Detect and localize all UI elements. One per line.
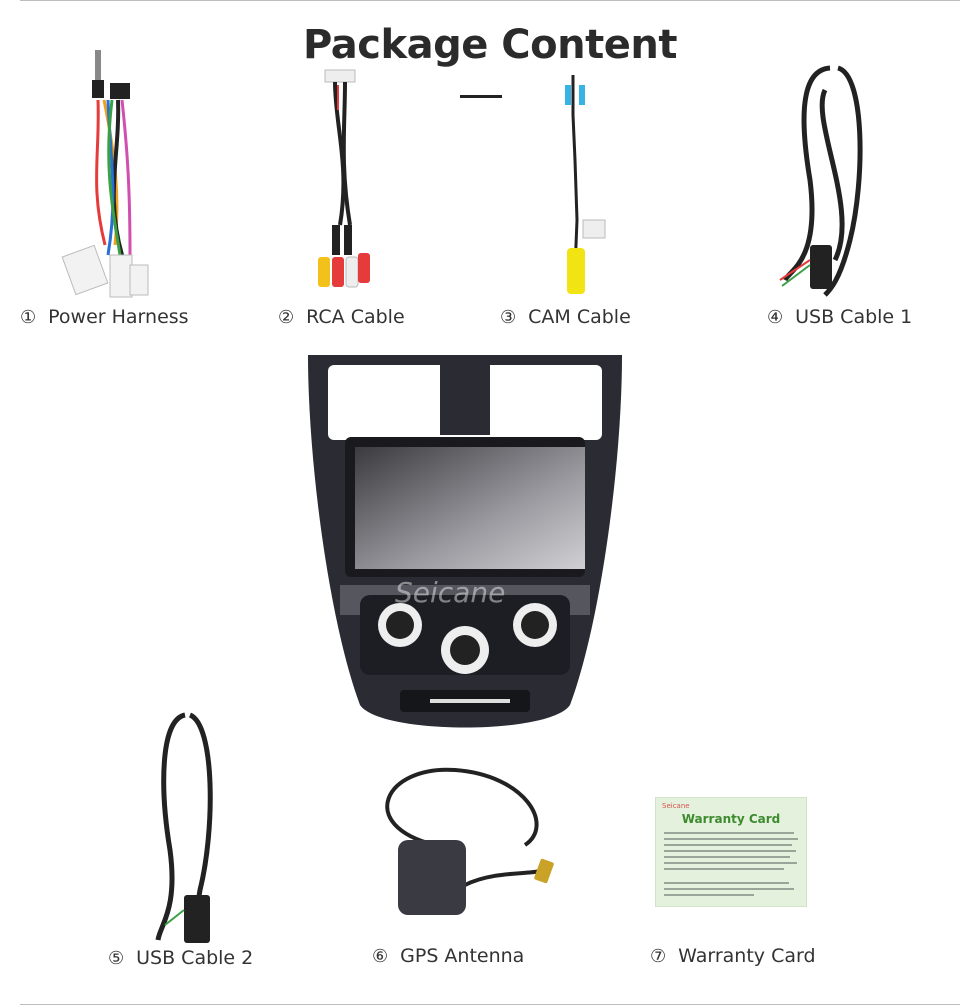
gps-antenna-image bbox=[385, 767, 554, 915]
usb-cable-2-image bbox=[155, 712, 213, 943]
rca-cable-image bbox=[318, 69, 370, 288]
warranty-card-brand: Seicane bbox=[662, 802, 690, 810]
card-text-line bbox=[664, 888, 794, 890]
card-text-line bbox=[664, 856, 790, 858]
head-unit-image bbox=[308, 355, 622, 728]
warranty-card-title: Warranty Card bbox=[681, 812, 781, 826]
top-divider bbox=[20, 0, 960, 1]
card-text-line bbox=[664, 844, 792, 846]
card-text-line bbox=[664, 850, 796, 852]
card-text-line bbox=[664, 882, 789, 884]
warranty-card-image: Seicane Warranty Card bbox=[655, 797, 807, 907]
bottom-divider bbox=[20, 1004, 960, 1005]
power-harness-image bbox=[61, 50, 149, 298]
card-text-line bbox=[664, 832, 794, 834]
title-underline bbox=[460, 95, 502, 98]
page-title: Package Content bbox=[303, 22, 677, 68]
watermark-text: Seicane bbox=[395, 576, 506, 609]
card-text-line bbox=[664, 868, 784, 870]
cam-cable-image bbox=[565, 75, 606, 294]
usb-cable-1-image bbox=[779, 65, 863, 297]
card-text-line bbox=[664, 894, 754, 896]
card-text-line bbox=[664, 838, 798, 840]
card-text-line bbox=[664, 862, 797, 864]
